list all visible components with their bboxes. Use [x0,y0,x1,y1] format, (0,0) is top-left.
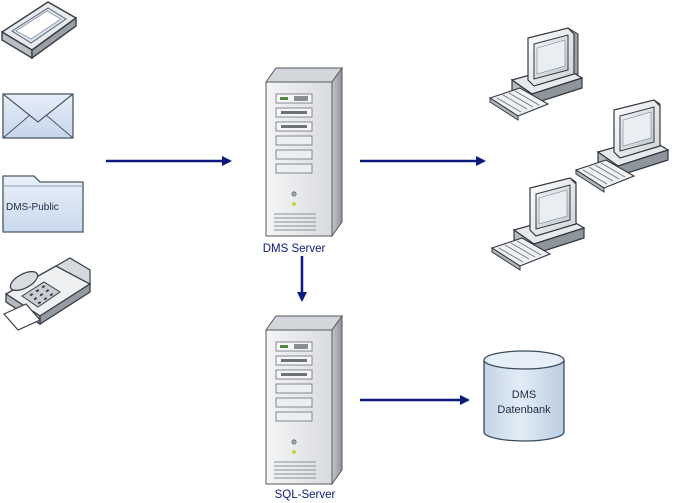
workstation-icon [488,27,584,121]
sql-server-label: SQL-Server [275,489,336,501]
folder-label: DMS-Public [6,202,59,213]
workstation-icon [574,99,670,193]
database-icon: DMS Datenbank [483,350,565,442]
sql-server-icon [265,314,343,486]
dms-server-label: DMS Server [263,243,326,255]
scanner-icon [0,1,78,60]
fax-icon [3,257,92,331]
dms-server-icon [265,66,343,238]
database-label-line1: DMS [512,389,536,401]
workstation-icon [490,177,586,271]
database-label-line2: Datenbank [497,404,551,416]
mail-icon [2,93,74,139]
folder-icon: DMS-Public [2,175,84,233]
